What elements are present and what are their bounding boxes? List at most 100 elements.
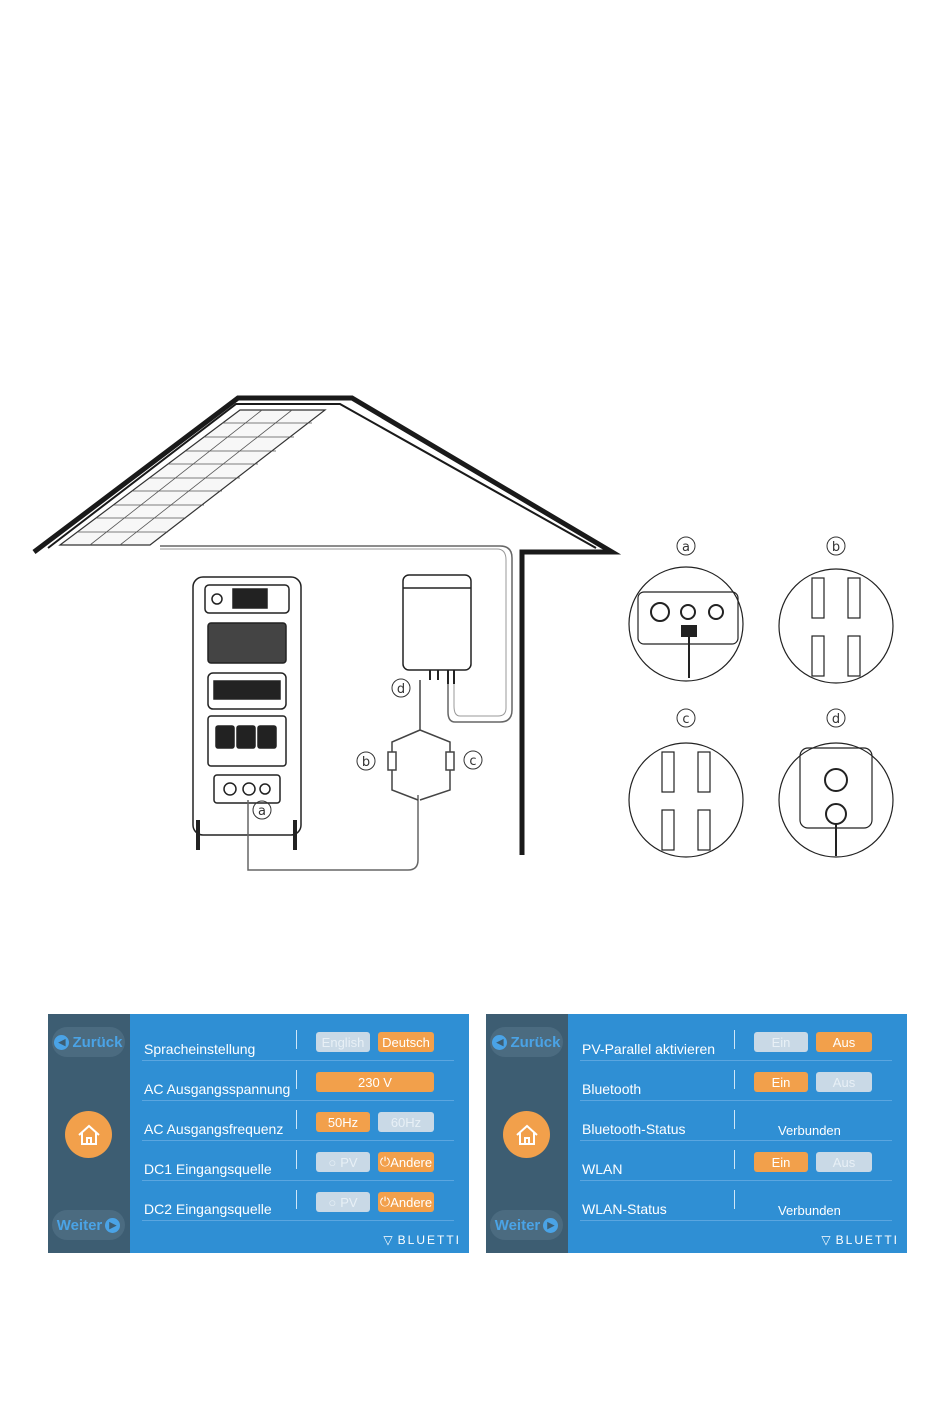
option-ein-button[interactable]: Ein bbox=[754, 1152, 808, 1172]
option-andere-button[interactable]: ⏻ Andere bbox=[378, 1192, 434, 1212]
divider bbox=[296, 1030, 297, 1049]
option-pv-button[interactable]: ○ PV bbox=[316, 1152, 370, 1172]
detail-a: a bbox=[628, 536, 744, 682]
installation-diagram: a d b c a b bbox=[32, 395, 894, 871]
detail-b: b bbox=[778, 536, 894, 684]
brand-name: BLUETTI bbox=[397, 1233, 461, 1247]
row-language: Spracheinstellung English Deutsch bbox=[142, 1020, 454, 1061]
home-button[interactable] bbox=[65, 1111, 112, 1158]
back-button[interactable]: ◀ Zurück bbox=[52, 1027, 125, 1057]
option-aus-button[interactable]: Aus bbox=[816, 1152, 872, 1172]
back-button[interactable]: ◀ Zurück bbox=[490, 1027, 563, 1057]
power-icon: ○ bbox=[328, 1154, 337, 1170]
row-wlan: WLAN Ein Aus bbox=[580, 1140, 892, 1181]
back-label: Zurück bbox=[72, 1033, 123, 1051]
svg-text:b: b bbox=[362, 755, 370, 770]
detail-c: c bbox=[628, 708, 744, 858]
power-icon: ⏻ bbox=[379, 1194, 391, 1209]
option-english-button[interactable]: English bbox=[316, 1032, 370, 1052]
row-label: PV-Parallel aktivieren bbox=[582, 1041, 716, 1057]
row-label: DC1 Eingangsquelle bbox=[144, 1161, 272, 1177]
svg-text:d: d bbox=[832, 712, 840, 727]
next-label: Weiter bbox=[494, 1216, 541, 1234]
status-value: Verbunden bbox=[778, 1123, 841, 1138]
row-label: WLAN-Status bbox=[582, 1201, 667, 1217]
row-bluetooth: Bluetooth Ein Aus bbox=[580, 1060, 892, 1101]
home-icon bbox=[515, 1124, 538, 1145]
row-label: WLAN bbox=[582, 1161, 623, 1177]
svg-text:c: c bbox=[469, 754, 476, 769]
option-deutsch-button[interactable]: Deutsch bbox=[378, 1032, 434, 1052]
option-50hz-button[interactable]: 50Hz bbox=[316, 1112, 370, 1132]
power-icon: ⏻ bbox=[379, 1154, 391, 1169]
status-value: Verbunden bbox=[778, 1203, 841, 1218]
svg-text:a: a bbox=[258, 804, 266, 819]
option-ein-button[interactable]: Ein bbox=[754, 1032, 808, 1052]
option-label: PV bbox=[340, 1194, 358, 1210]
callout-b-main: b bbox=[356, 751, 376, 771]
callout-c-main: c bbox=[463, 750, 483, 770]
settings-panel-left: ◀ Zurück Weiter ▶ Spracheinstellung Engl… bbox=[48, 1014, 469, 1253]
svg-text:d: d bbox=[397, 682, 405, 697]
row-dc2-input: DC2 Eingangsquelle ○ PV ⏻ Andere bbox=[142, 1180, 454, 1221]
row-label: AC Ausgangsspannung bbox=[144, 1081, 291, 1097]
home-button[interactable] bbox=[503, 1111, 550, 1158]
row-ac-voltage: AC Ausgangsspannung 230 V bbox=[142, 1060, 454, 1101]
solar-panel-array bbox=[58, 409, 327, 546]
svg-text:a: a bbox=[682, 540, 690, 555]
option-label: Andere bbox=[390, 1194, 433, 1210]
divider bbox=[734, 1030, 735, 1049]
row-label: AC Ausgangsfrequenz bbox=[144, 1121, 284, 1137]
option-ein-button[interactable]: Ein bbox=[754, 1072, 808, 1092]
next-button[interactable]: Weiter ▶ bbox=[490, 1210, 563, 1240]
home-icon bbox=[77, 1124, 100, 1145]
row-pv-parallel: PV-Parallel aktivieren Ein Aus bbox=[580, 1020, 892, 1061]
row-label: Bluetooth-Status bbox=[582, 1121, 686, 1137]
option-label: PV bbox=[340, 1154, 358, 1170]
bluetti-logo: ▽ BLUETTI bbox=[383, 1233, 461, 1247]
row-wlan-status: WLAN-Status Verbunden bbox=[580, 1180, 892, 1221]
detail-d: d bbox=[778, 708, 894, 858]
power-icon: ○ bbox=[328, 1194, 337, 1210]
chevron-left-icon: ◀ bbox=[54, 1034, 70, 1050]
bluetti-mark-icon: ▽ bbox=[821, 1233, 833, 1247]
callout-a-main: a bbox=[252, 800, 272, 820]
option-aus-button[interactable]: Aus bbox=[816, 1032, 872, 1052]
divider bbox=[734, 1110, 735, 1129]
option-aus-button[interactable]: Aus bbox=[816, 1072, 872, 1092]
sidebar: ◀ Zurück Weiter ▶ bbox=[486, 1014, 568, 1253]
sidebar: ◀ Zurück Weiter ▶ bbox=[48, 1014, 130, 1253]
svg-text:b: b bbox=[832, 540, 840, 555]
divider bbox=[734, 1070, 735, 1089]
divider bbox=[734, 1150, 735, 1169]
bluetti-mark-icon: ▽ bbox=[383, 1233, 395, 1247]
row-dc1-input: DC1 Eingangsquelle ○ PV ⏻ Andere bbox=[142, 1140, 454, 1181]
solar-charger-unit bbox=[402, 574, 472, 684]
row-label: Bluetooth bbox=[582, 1081, 642, 1097]
divider bbox=[296, 1070, 297, 1089]
back-label: Zurück bbox=[510, 1033, 561, 1051]
next-button[interactable]: Weiter ▶ bbox=[52, 1210, 125, 1240]
chevron-right-icon: ▶ bbox=[105, 1217, 121, 1233]
next-label: Weiter bbox=[56, 1216, 103, 1234]
row-ac-frequency: AC Ausgangsfrequenz 50Hz 60Hz bbox=[142, 1100, 454, 1141]
option-pv-button[interactable]: ○ PV bbox=[316, 1192, 370, 1212]
brand-name: BLUETTI bbox=[835, 1233, 899, 1247]
option-andere-button[interactable]: ⏻ Andere bbox=[378, 1152, 434, 1172]
row-label: DC2 Eingangsquelle bbox=[144, 1201, 272, 1217]
option-60hz-button[interactable]: 60Hz bbox=[378, 1112, 434, 1132]
callout-d-main: d bbox=[391, 678, 411, 698]
settings-panel-right: ◀ Zurück Weiter ▶ PV-Parallel aktivieren… bbox=[486, 1014, 907, 1253]
svg-text:c: c bbox=[682, 712, 689, 727]
y-splitter-cable bbox=[387, 680, 455, 801]
divider bbox=[734, 1190, 735, 1209]
chevron-left-icon: ◀ bbox=[492, 1034, 508, 1050]
voltage-value-button[interactable]: 230 V bbox=[316, 1072, 434, 1092]
divider bbox=[296, 1110, 297, 1129]
house-outline bbox=[32, 395, 622, 855]
row-bluetooth-status: Bluetooth-Status Verbunden bbox=[580, 1100, 892, 1141]
power-station bbox=[192, 576, 302, 850]
option-label: Andere bbox=[390, 1154, 433, 1170]
chevron-right-icon: ▶ bbox=[543, 1217, 559, 1233]
divider bbox=[296, 1190, 297, 1209]
